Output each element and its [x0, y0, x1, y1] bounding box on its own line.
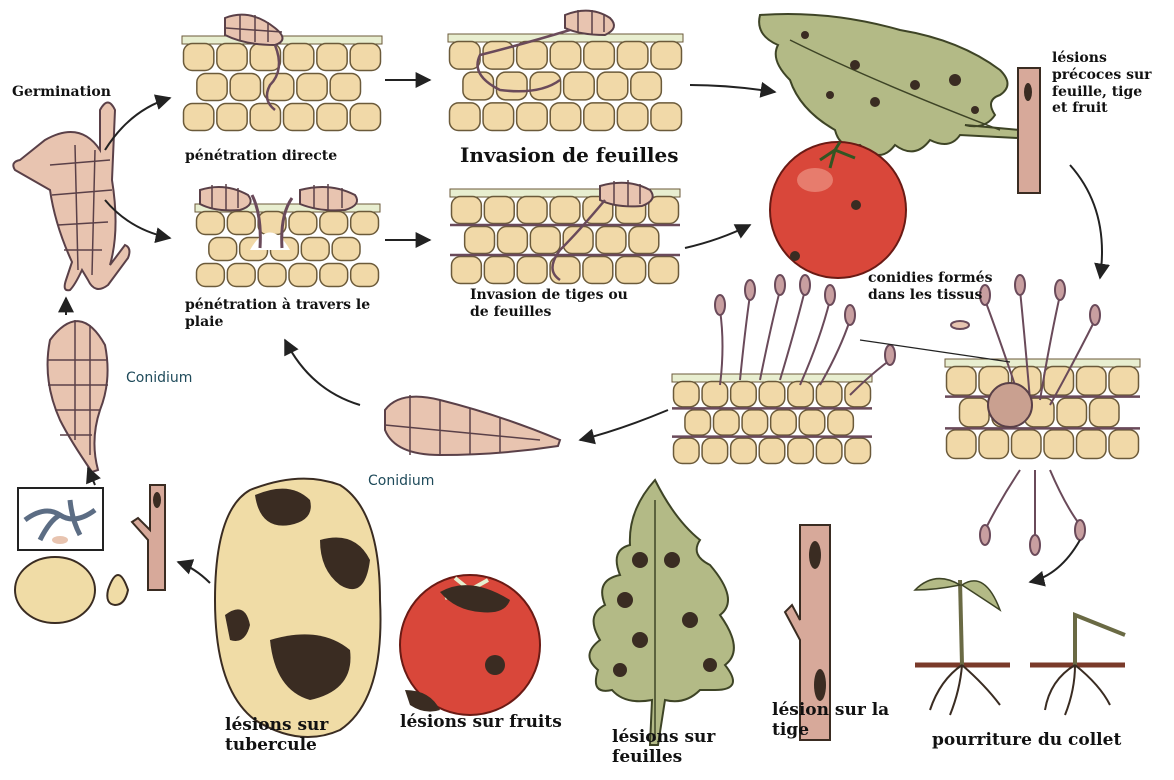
label-conidies-formes: conidies formés dans les tissus	[868, 270, 1003, 304]
hyphae-inset-icon	[18, 488, 103, 550]
leaf-lesions-icon	[589, 480, 733, 745]
label-lesions-fruits: lésions sur fruits	[400, 712, 562, 732]
conidium-left-icon	[48, 320, 108, 472]
label-pourriture-collet: pourriture du collet	[932, 730, 1121, 750]
label-lesions-precoces: lésions précoces sur feuille, tige et fr…	[1052, 50, 1162, 117]
arrow-conidia-to-conidium	[580, 410, 668, 440]
tissue-wound-penetration-icon	[195, 204, 380, 287]
tissue-conidia-left-icon	[672, 374, 872, 464]
label-lesion-tige: lésion sur la tige	[772, 700, 897, 741]
pointer-line-conidia	[860, 340, 1010, 362]
label-lesions-feuilles: lésions sur feuilles	[612, 727, 752, 768]
germinating-spore-icon	[13, 103, 129, 291]
leaf-early-lesions-icon	[759, 14, 1020, 155]
arrow-conidium-to-wound	[285, 340, 360, 405]
arrow-potato-to-source	[178, 562, 210, 583]
tomato-lesions-icon	[400, 575, 540, 715]
tissue-direct-penetration-icon	[182, 36, 382, 131]
tuber-small-icon	[15, 557, 128, 623]
conidium-center-icon	[385, 395, 560, 455]
label-invasion-tiges: Invasion de tiges ou de feuilles	[470, 287, 645, 321]
arrow-to-leaf-lesions	[690, 85, 775, 92]
stem-early-lesion-icon	[1018, 68, 1040, 193]
seedling-collar-rot-icon	[915, 579, 1125, 715]
arrow-to-conidia-right	[1070, 165, 1102, 278]
stem-small-icon	[132, 485, 165, 590]
label-conidium-center: Conidium	[368, 473, 434, 490]
tissue-conidia-right-icon	[945, 359, 1140, 459]
label-penetration-directe: pénétration directe	[185, 148, 337, 165]
label-conidium-left: Conidium	[126, 370, 192, 387]
label-germination: Germination	[12, 84, 111, 101]
wound-gap	[250, 233, 290, 251]
label-lesions-tubercule: lésions sur tubercule	[225, 715, 375, 756]
label-invasion-feuilles: Invasion de feuilles	[460, 143, 679, 167]
tissue-leaf-invasion-icon	[448, 34, 683, 131]
label-penetration-plaie: pénétration à travers le plaie	[185, 297, 395, 331]
potato-lesions-icon	[215, 479, 381, 737]
arrow-to-tomato	[685, 225, 750, 248]
tomato-early-lesions-icon	[770, 142, 906, 278]
